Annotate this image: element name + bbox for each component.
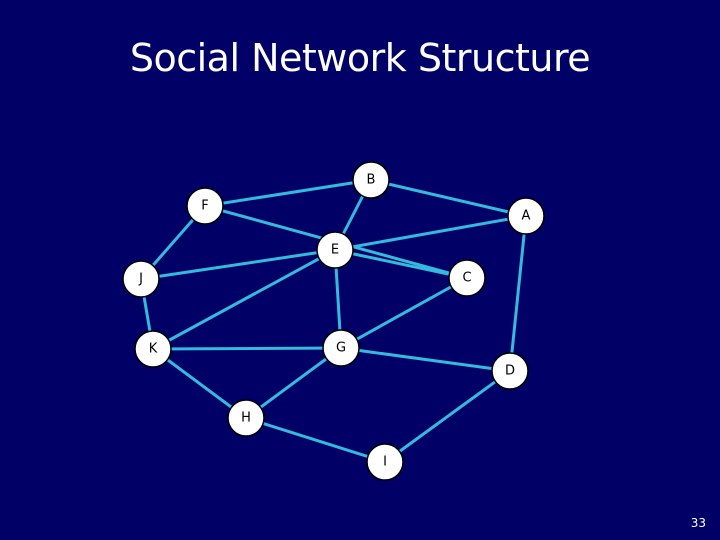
edge-a-d — [508, 215, 528, 372]
node-c: C — [448, 259, 486, 297]
node-label: E — [331, 243, 339, 258]
node-a: A — [507, 197, 545, 235]
node-label: F — [201, 199, 208, 214]
edge-a-e — [334, 214, 527, 252]
node-circle — [316, 231, 354, 269]
edge-h-i — [245, 416, 386, 464]
node-circle — [491, 352, 529, 390]
node-h: H — [227, 399, 265, 437]
edge-g-h — [245, 346, 342, 420]
node-circle — [322, 329, 360, 367]
edge-e-c — [334, 248, 468, 280]
node-b: B — [352, 161, 390, 199]
node-g: G — [322, 329, 360, 367]
node-label: B — [367, 173, 376, 188]
node-d: D — [491, 352, 529, 390]
node-layer: A B C D E F G H I J K — [122, 161, 545, 481]
node-circle — [227, 399, 265, 437]
node-label: H — [241, 411, 251, 426]
node-circle — [366, 443, 404, 481]
edge-b-a — [370, 178, 527, 218]
node-j: J — [122, 260, 160, 298]
node-circle — [507, 197, 545, 235]
node-f: F — [186, 187, 224, 225]
slide-number: 33 — [690, 516, 706, 530]
edge-c-g — [340, 276, 468, 350]
node-circle — [186, 187, 224, 225]
edge-k-g — [152, 346, 342, 351]
edge-f-b — [204, 178, 372, 208]
slide-title: Social Network Structure — [129, 36, 591, 80]
edge-e-j — [140, 248, 336, 281]
edge-i-d — [384, 369, 511, 464]
node-label: K — [149, 342, 158, 357]
node-circle — [352, 161, 390, 199]
node-circle — [134, 330, 172, 368]
node-label: D — [505, 364, 515, 379]
edge-e-k — [152, 248, 336, 351]
node-e: E — [316, 231, 354, 269]
node-circle — [448, 259, 486, 297]
node-i: I — [366, 443, 404, 481]
node-label: A — [522, 209, 531, 224]
node-k: K — [134, 330, 172, 368]
node-label: C — [462, 271, 471, 286]
node-label: J — [138, 272, 143, 287]
edge-g-d — [340, 346, 511, 373]
edge-k-h — [152, 347, 247, 420]
node-label: I — [383, 455, 387, 470]
node-circle — [122, 260, 160, 298]
node-label: G — [336, 341, 346, 356]
